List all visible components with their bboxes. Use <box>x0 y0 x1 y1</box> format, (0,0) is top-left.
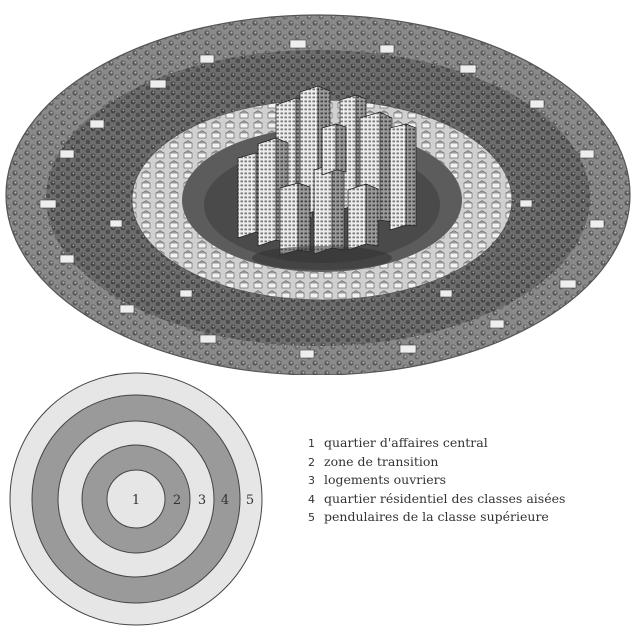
ring-number-2: 2 <box>173 493 181 508</box>
legend-text: pendulaires de la classe supérieure <box>322 509 549 524</box>
legend-number: 3 <box>308 472 322 491</box>
legend-text: zone de transition <box>322 454 438 469</box>
legend-text: quartier d'affaires central <box>322 435 488 450</box>
legend-number: 5 <box>308 509 322 528</box>
legend-number: 2 <box>308 454 322 473</box>
legend-number: 1 <box>308 435 322 454</box>
city-illustration <box>0 0 634 375</box>
ring-number-3: 3 <box>198 493 206 508</box>
legend-text: quartier résidentiel des classes aisées <box>322 491 565 506</box>
ring-number-1: 1 <box>132 493 140 508</box>
legend-text: logements ouvriers <box>322 472 446 487</box>
ring-number-4: 4 <box>221 493 229 508</box>
legend-number: 4 <box>308 491 322 510</box>
concentric-zone-diagram: 1 2 3 4 5 <box>0 372 270 626</box>
ring-number-5: 5 <box>246 493 254 508</box>
